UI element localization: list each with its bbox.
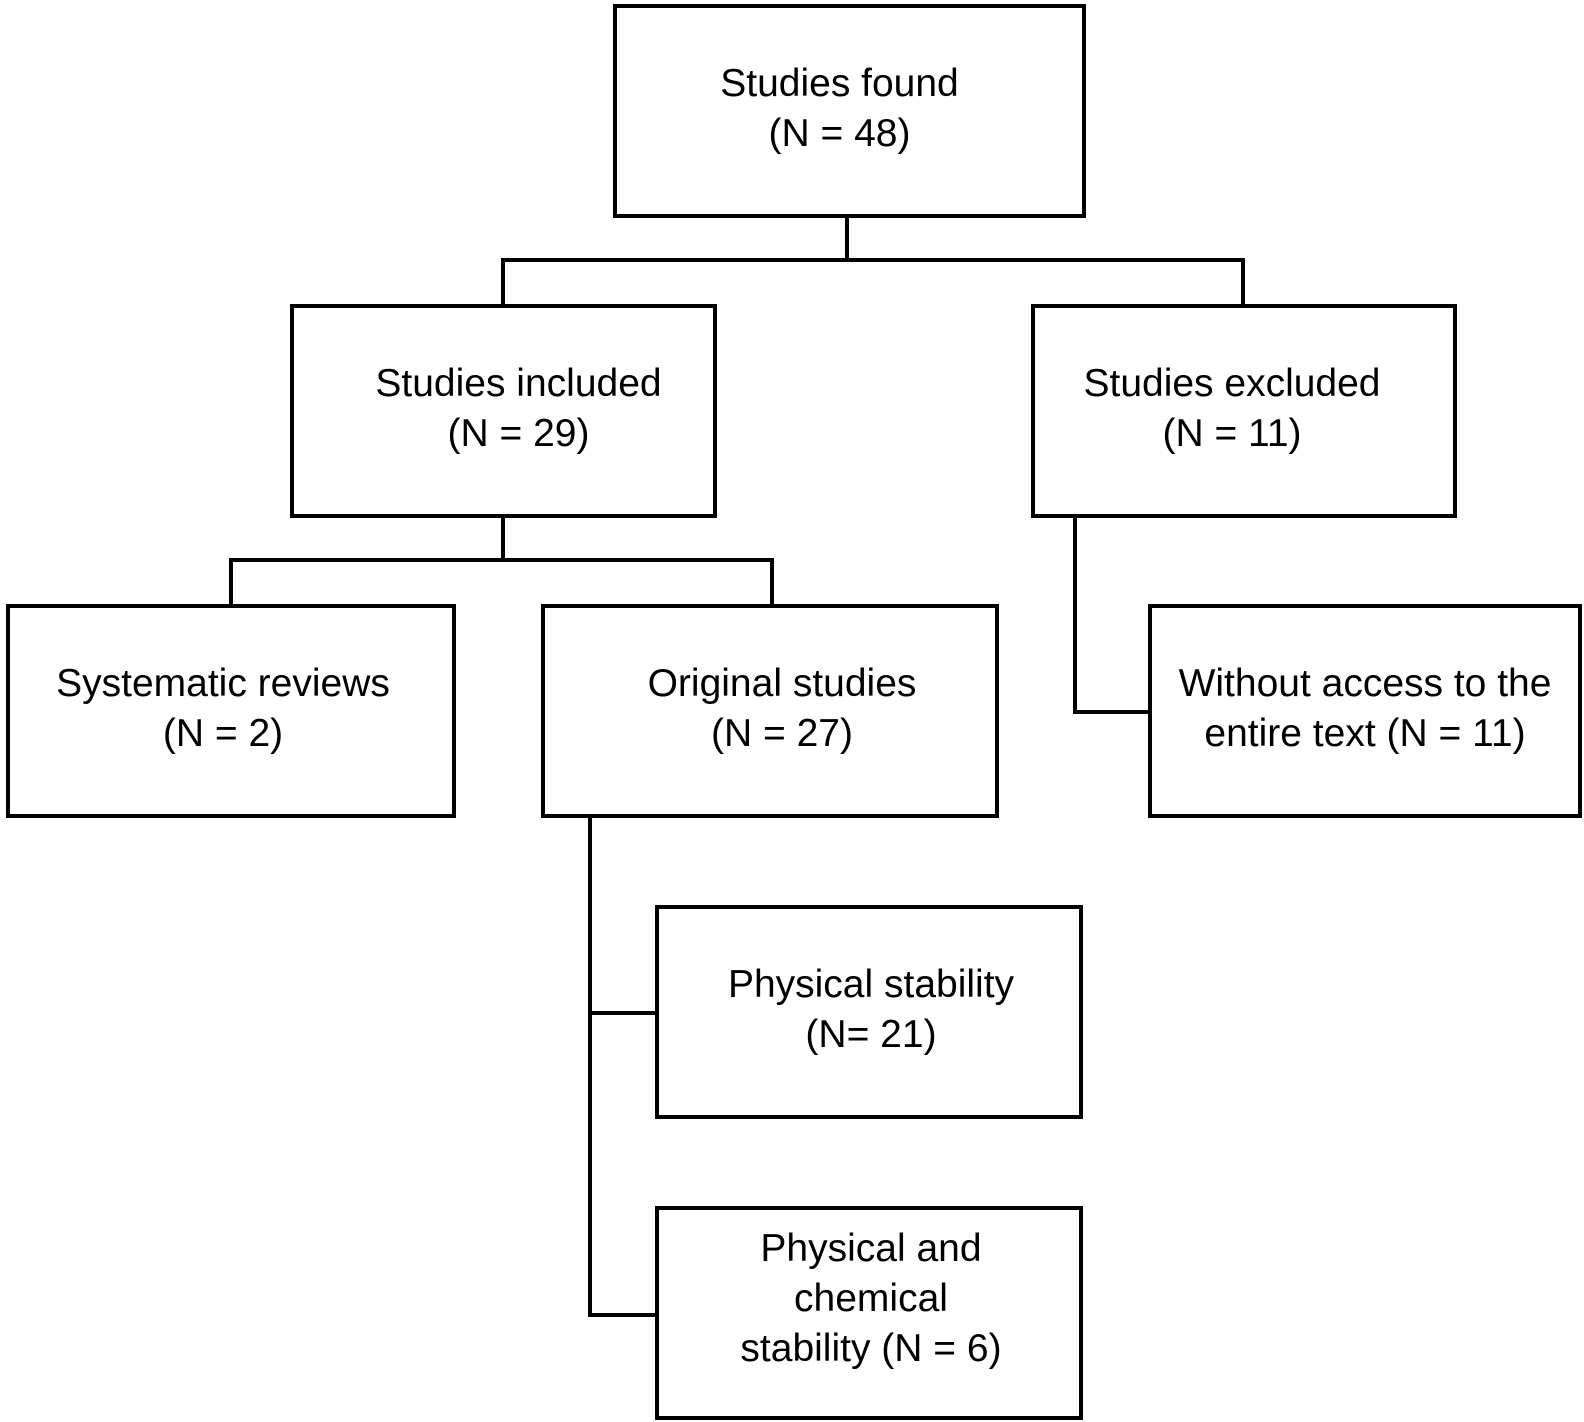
node-studies-excluded-line1: Studies excluded bbox=[1083, 362, 1381, 405]
node-studies-found-line2: (N = 48) bbox=[768, 112, 911, 155]
node-studies-found-line1: Studies found bbox=[720, 62, 959, 105]
node-physical-stability-line1: Physical stability bbox=[727, 963, 1015, 1006]
node-studies-excluded: Studies excluded (N = 11) bbox=[1031, 304, 1457, 518]
node-studies-excluded-line2: (N = 11) bbox=[1162, 412, 1302, 455]
node-without-access: Without access to the entire text (N = 1… bbox=[1148, 604, 1582, 818]
node-original-studies: Original studies (N = 27) bbox=[541, 604, 999, 818]
node-original-studies-line1: Original studies bbox=[647, 662, 917, 705]
node-without-access-line1: Without access to the bbox=[1178, 662, 1552, 705]
node-original-studies-line2: (N = 27) bbox=[711, 712, 853, 755]
node-physical-stability: Physical stability (N= 21) bbox=[655, 905, 1083, 1119]
node-without-access-line2: entire text (N = 11) bbox=[1204, 712, 1526, 755]
node-systematic-reviews: Systematic reviews (N = 2) bbox=[6, 604, 456, 818]
node-studies-included-line1: Studies included bbox=[375, 362, 662, 405]
node-physical-chemical-line1: Physical and bbox=[760, 1227, 982, 1270]
node-physical-chemical-line3: stability (N = 6) bbox=[740, 1327, 1002, 1370]
node-studies-found: Studies found (N = 48) bbox=[613, 4, 1086, 218]
node-studies-included: Studies included (N = 29) bbox=[290, 304, 717, 518]
node-physical-stability-line2: (N= 21) bbox=[805, 1013, 937, 1056]
node-studies-included-line2: (N = 29) bbox=[447, 412, 590, 455]
node-systematic-reviews-line1: Systematic reviews bbox=[56, 662, 390, 705]
node-physical-chemical-stability: Physical and chemical stability (N = 6) bbox=[655, 1206, 1083, 1420]
node-systematic-reviews-line2: (N = 2) bbox=[162, 712, 284, 755]
node-physical-chemical-line2: chemical bbox=[794, 1277, 948, 1320]
